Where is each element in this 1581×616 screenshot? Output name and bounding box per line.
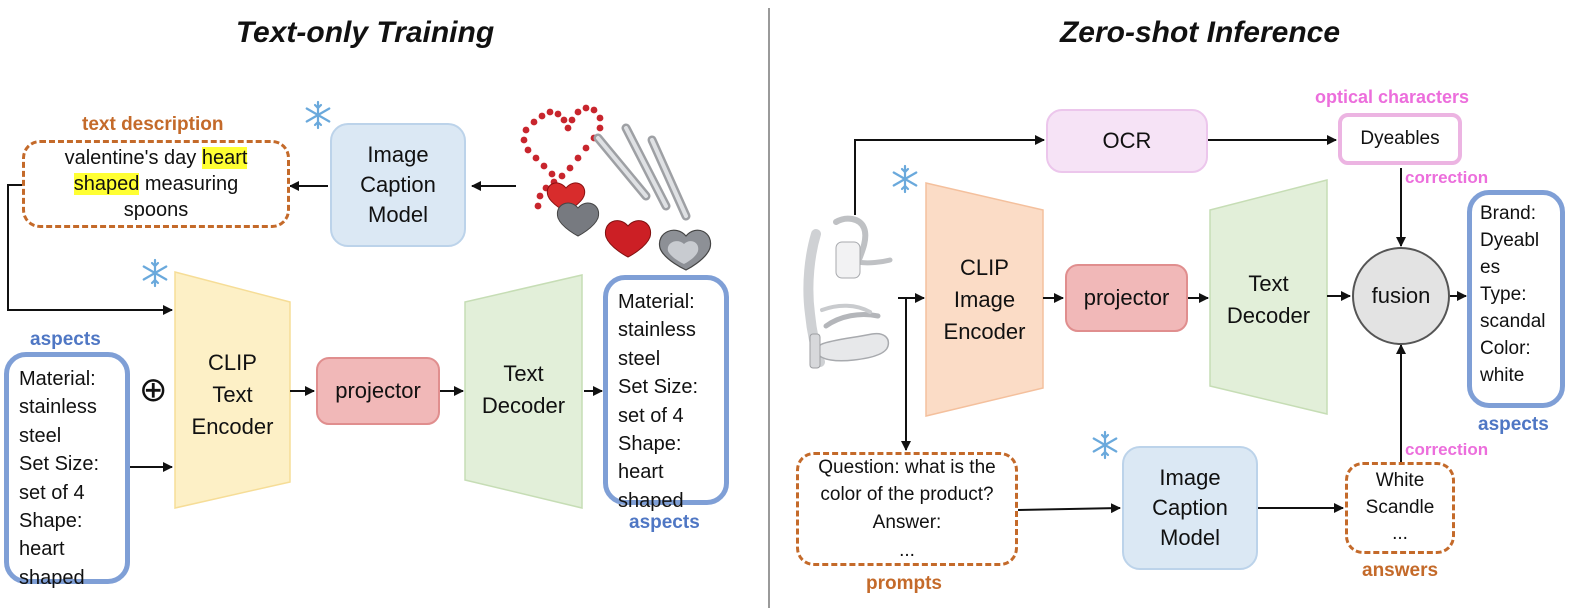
right-projector: projector — [1065, 264, 1188, 332]
text-description-box: valentine's day heart shaped measuring s… — [22, 140, 290, 228]
prompts-label: prompts — [866, 573, 942, 594]
snowflake-icon — [142, 258, 168, 288]
spoons-image — [520, 104, 712, 271]
description-part3: spoons — [123, 199, 189, 221]
right-aspects-label: aspects — [1478, 414, 1549, 435]
sandal-image — [803, 215, 893, 369]
left-text-decoder-label: Text Decoder — [481, 361, 566, 418]
right-image-caption-model: Image Caption Model — [1122, 446, 1258, 570]
ocr-output-box: Dyeables — [1338, 113, 1462, 165]
description-part1: valentine's day — [64, 147, 202, 169]
left-projector: projector — [316, 357, 440, 425]
clip-image-encoder-shape — [925, 182, 1044, 417]
right-panel-title: Zero-shot Inference — [1059, 16, 1341, 49]
clip-text-encoder-shape — [174, 271, 291, 509]
right-text-decoder-shape — [1209, 179, 1328, 415]
text-description-label: text description — [82, 114, 224, 135]
answer-box: White Scandle ... — [1345, 462, 1455, 554]
snowflake-icon — [892, 164, 918, 194]
highlight-heart: heart — [201, 147, 248, 169]
snowflake-icon — [305, 100, 331, 130]
right-text-decoder-label: Text Decoder — [1226, 271, 1311, 328]
optical-characters-label: optical characters — [1315, 87, 1470, 107]
left-text-decoder-shape — [464, 274, 583, 509]
oplus-icon: ⊕ — [139, 371, 168, 409]
description-part2: measuring — [139, 173, 239, 195]
snowflake-icon — [1092, 430, 1118, 460]
left-panel-title: Text-only Training — [235, 16, 495, 49]
output-aspects-label: aspects — [629, 512, 700, 533]
correction-bottom-label: correction — [1405, 440, 1489, 459]
ocr-box: OCR — [1046, 109, 1208, 173]
highlight-shaped: shaped — [73, 173, 140, 195]
arrow-image-to-ocr — [854, 135, 1045, 215]
arrow-prompts-to-caption — [1017, 503, 1121, 514]
right-aspects-box: Brand: Dyeabl es Type: scandal Color: wh… — [1467, 190, 1565, 408]
clip-image-encoder-label: CLIP Image Encoder — [943, 255, 1026, 344]
input-aspects-box: Material: stainless steel Set Size: set … — [4, 352, 130, 589]
left-image-caption-model: Image Caption Model — [330, 123, 466, 247]
output-aspects-box: Material: stainless steel Set Size: set … — [603, 275, 729, 512]
fusion-node: fusion — [1352, 247, 1450, 345]
prompt-box: Question: what is the color of the produ… — [796, 452, 1018, 566]
correction-top-label: correction — [1405, 168, 1489, 187]
input-aspects-label: aspects — [30, 329, 101, 350]
answers-label: answers — [1362, 560, 1439, 581]
arrow-description-to-encoder — [7, 184, 173, 315]
clip-text-encoder-label: CLIP Text Encoder — [191, 350, 274, 439]
